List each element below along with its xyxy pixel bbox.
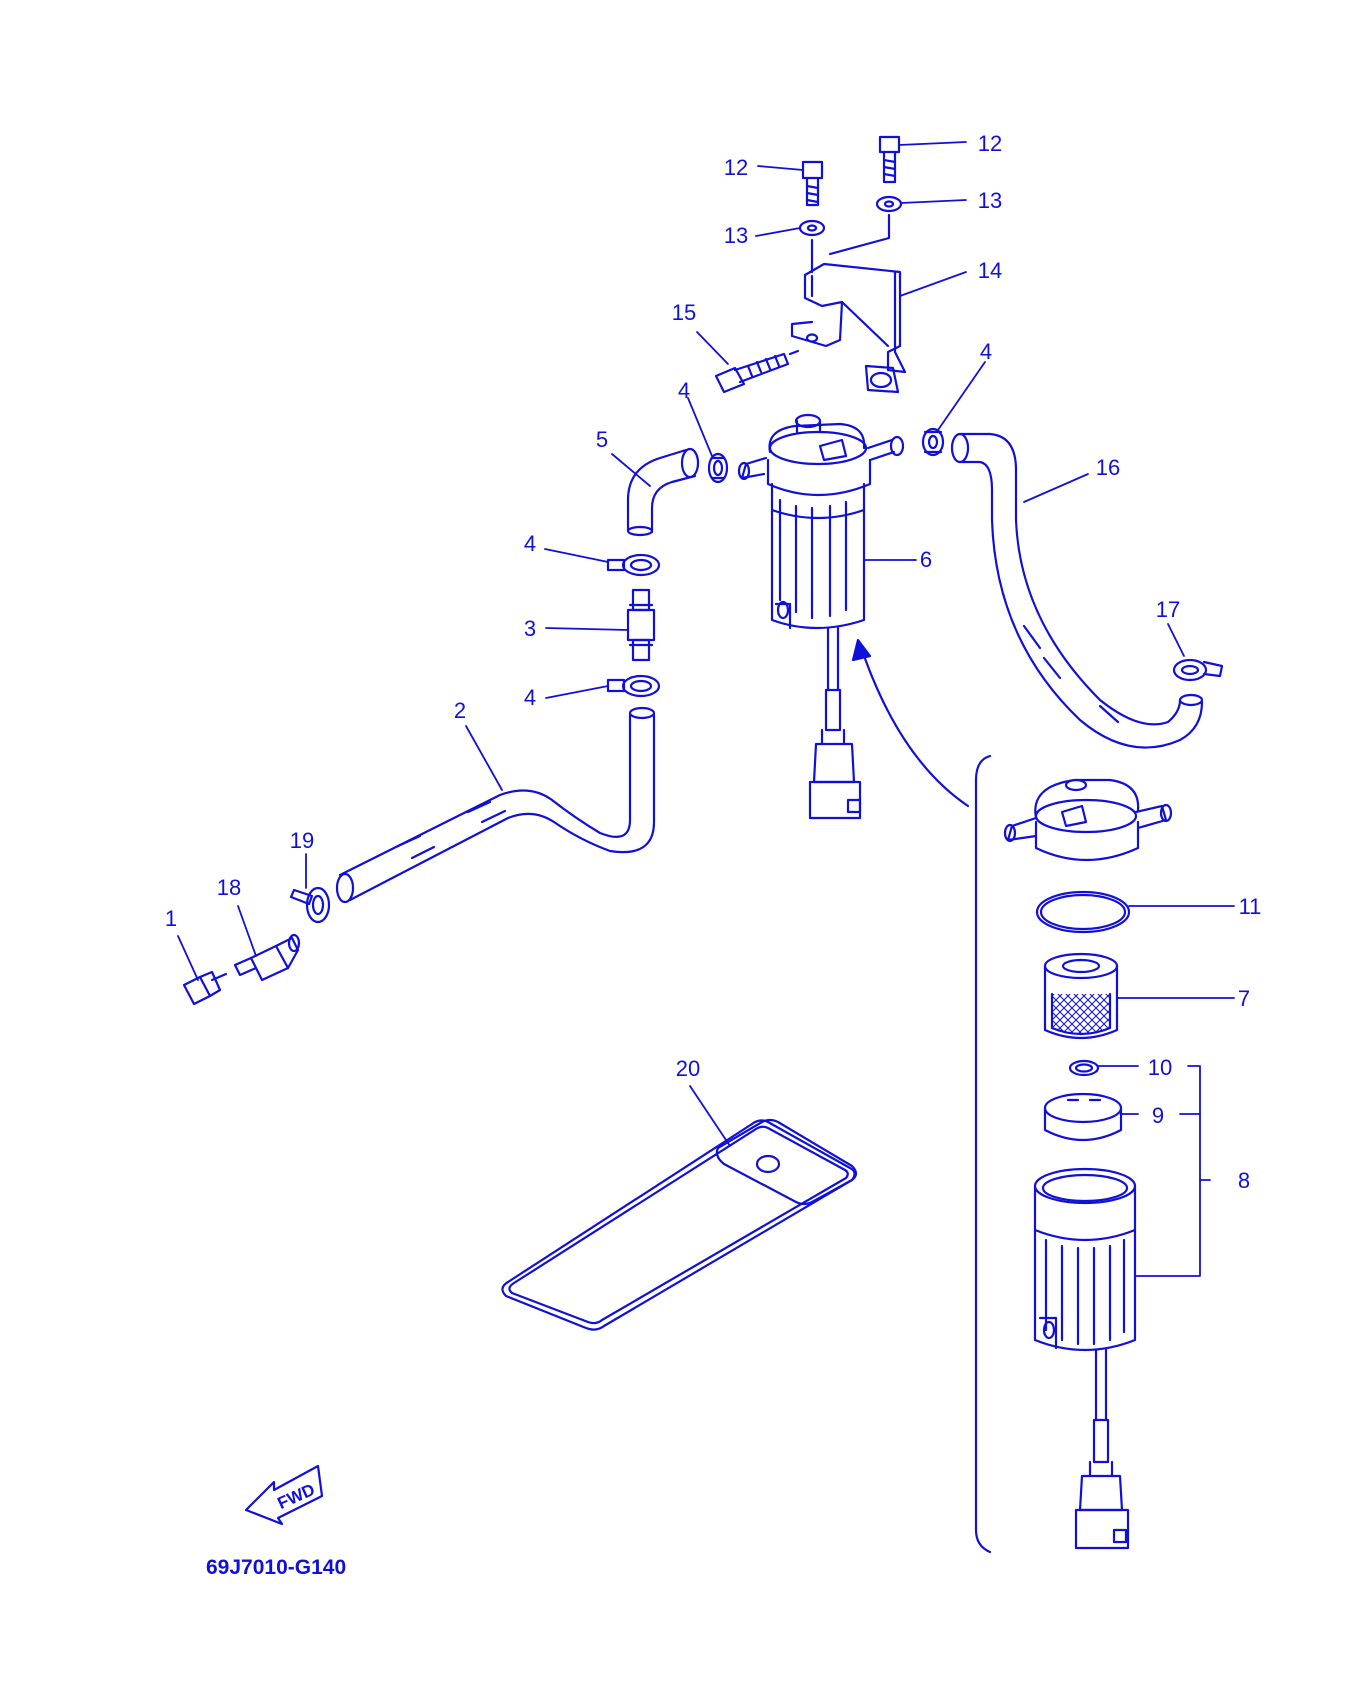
plug-1 — [182, 970, 228, 1006]
hose-5 — [626, 447, 700, 537]
drawing-code: 69J7010-G140 — [206, 1556, 346, 1579]
callout-19: 19 — [290, 828, 314, 853]
clamp-19 — [289, 886, 331, 924]
callout-12-left: 12 — [724, 155, 748, 180]
screw-15 — [714, 349, 800, 394]
bracket-14 — [790, 213, 907, 394]
callout-13-left: 13 — [724, 223, 748, 248]
hose-16 — [950, 432, 1204, 749]
fwd-arrow-icon — [244, 1464, 324, 1526]
callout-10: 10 — [1148, 1055, 1172, 1080]
detail-arrow — [851, 638, 970, 808]
bolt-12-right — [878, 135, 901, 184]
callout-1: 1 — [165, 906, 177, 931]
callout-5: 5 — [596, 427, 608, 452]
callout-15: 15 — [672, 300, 696, 325]
callout-4-d: 4 — [524, 685, 536, 710]
callout-3: 3 — [524, 616, 536, 641]
callout-6: 6 — [920, 547, 932, 572]
callout-20: 20 — [676, 1056, 700, 1081]
callout-8: 8 — [1238, 1168, 1250, 1193]
callout-17: 17 — [1156, 597, 1180, 622]
callout-11: 11 — [1239, 894, 1262, 919]
callout-4-a: 4 — [678, 378, 690, 403]
callout-4-b: 4 — [980, 339, 992, 364]
callout-18: 18 — [217, 875, 241, 900]
clamp-4-b — [921, 427, 945, 457]
detail-bracket — [974, 754, 992, 1554]
callout-13-right: 13 — [978, 188, 1002, 213]
ring-10 — [1068, 1059, 1100, 1077]
clamp-4-c — [606, 553, 661, 577]
hose-2 — [335, 706, 656, 904]
callout-7: 7 — [1238, 986, 1250, 1011]
callout-9: 9 — [1152, 1103, 1164, 1128]
bag-20 — [501, 1118, 858, 1331]
callout-14: 14 — [978, 258, 1002, 283]
washer-13-right — [875, 195, 903, 213]
detail-cap — [1003, 778, 1173, 862]
callout-12-right: 12 — [978, 131, 1002, 156]
bolt-12-left — [801, 160, 824, 207]
o-ring-11 — [1035, 890, 1131, 934]
clamp-4-a — [707, 452, 729, 484]
clamp-4-d — [606, 674, 661, 698]
joint-3 — [626, 588, 656, 662]
callout-16: 16 — [1096, 455, 1120, 480]
clamp-17 — [1172, 658, 1224, 682]
joint-18 — [233, 933, 301, 982]
fuel-filter-6 — [737, 413, 905, 820]
element-7 — [1043, 952, 1119, 1040]
leader-lines — [177, 141, 1235, 1277]
callout-2: 2 — [454, 698, 466, 723]
cup-8 — [1033, 1167, 1137, 1550]
float-9 — [1043, 1092, 1123, 1142]
washer-13-left — [798, 219, 826, 237]
callout-4-c: 4 — [524, 531, 536, 556]
